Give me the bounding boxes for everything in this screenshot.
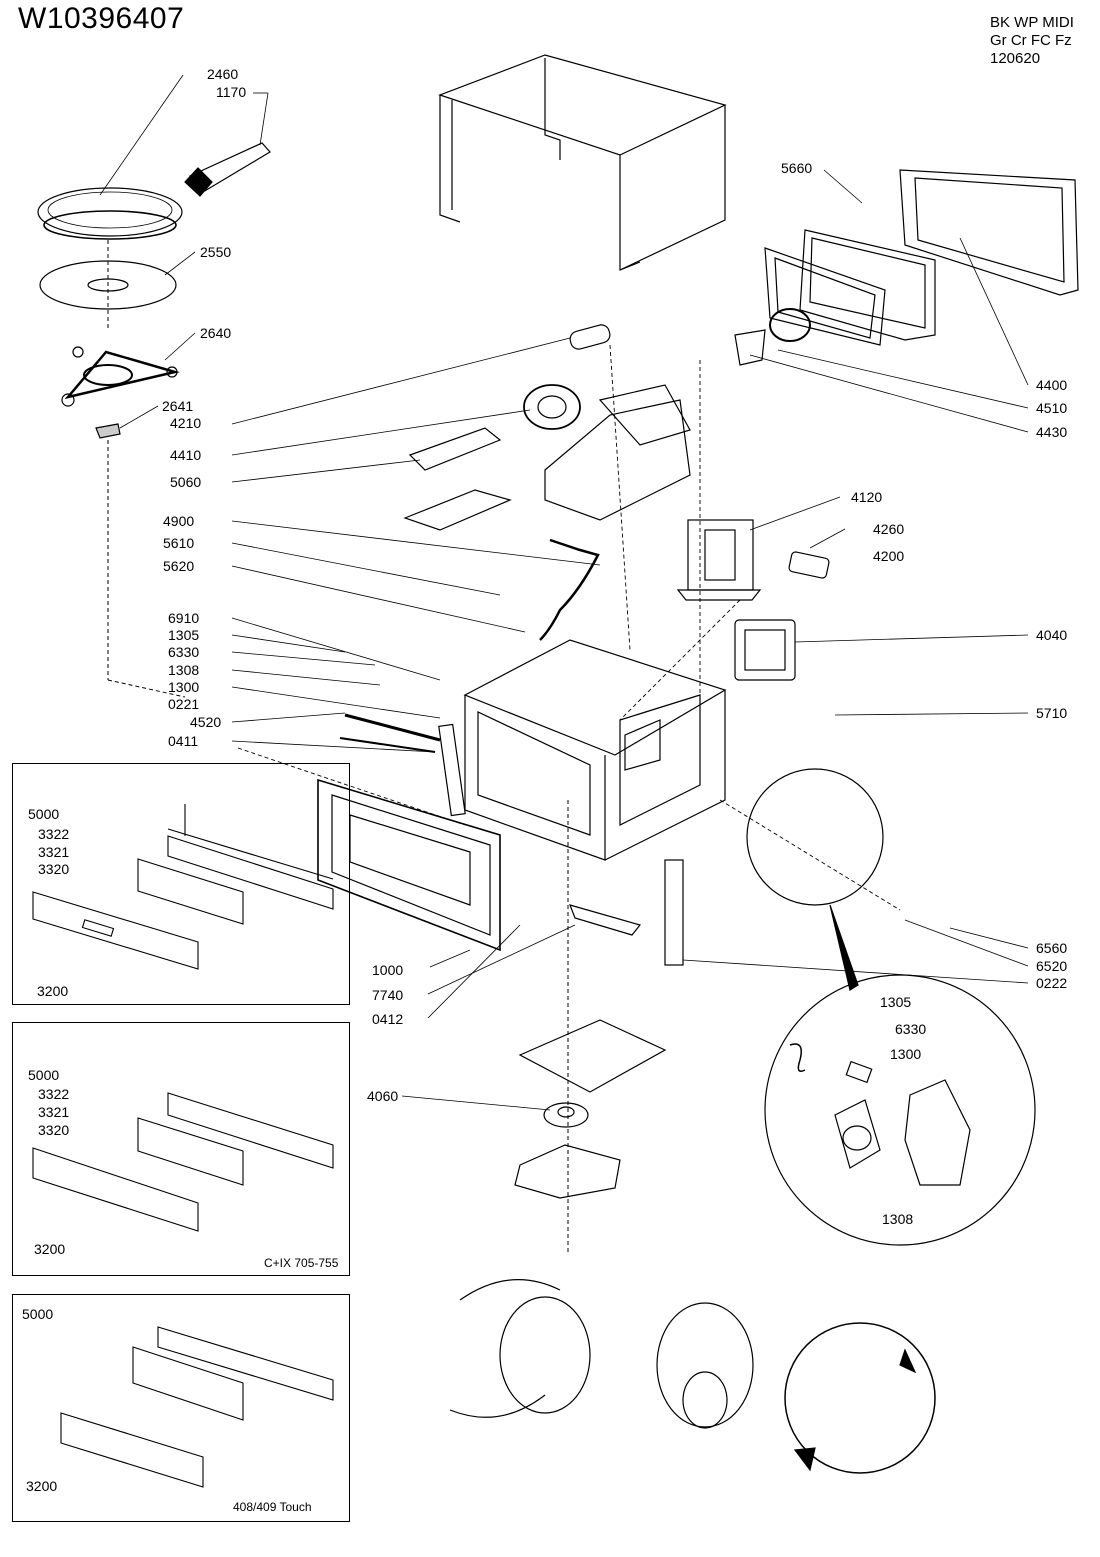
part-label-2550: 2550 — [200, 244, 232, 260]
bottom-plate — [518, 1019, 667, 1093]
part-label-1305: 1305 — [168, 627, 200, 643]
part-label-0412: 0412 — [372, 1011, 404, 1027]
part-label-1170: 1170 — [216, 84, 247, 100]
latch-7740 — [569, 904, 642, 936]
capacitor-4200 — [788, 551, 830, 579]
panel1-label-3200: 3200 — [37, 983, 69, 999]
part-label-4060: 4060 — [367, 1088, 399, 1104]
control-board-5060 — [403, 427, 512, 531]
meta-model: BK WP MIDI — [990, 14, 1074, 31]
part-label-4520: 4520 — [190, 714, 222, 730]
part-label-6520: 6520 — [1036, 958, 1068, 974]
part-label-5620: 5620 — [163, 558, 195, 574]
turntable-motor-4060 — [543, 1102, 589, 1128]
part-label-0411: 0411 — [168, 733, 199, 749]
part-label-4120: 4120 — [851, 489, 883, 505]
panel2-label-3322: 3322 — [38, 1086, 70, 1102]
motor-gasket — [514, 1144, 621, 1199]
header-meta: BK WP MIDI Gr Cr FC Fz 120620 — [990, 14, 1074, 68]
part-label-2641: 2641 — [162, 398, 194, 414]
detail-label-1305: 1305 — [880, 994, 912, 1010]
meta-variants: Gr Cr FC Fz — [990, 32, 1072, 49]
control-panel-drawing-cix — [32, 1092, 334, 1232]
heater-4520 — [344, 713, 441, 742]
part-label-5610: 5610 — [163, 535, 195, 551]
outer-wrapper — [438, 54, 727, 271]
part-label-4400: 4400 — [1036, 377, 1068, 393]
part-label-4210: 4210 — [170, 415, 202, 431]
part-label-4200: 4200 — [873, 548, 905, 564]
part-label-6910: 6910 — [168, 610, 200, 626]
part-label-2640: 2640 — [200, 325, 232, 341]
assembly-step-3 — [784, 1322, 936, 1474]
antenna-4430 — [764, 247, 886, 346]
part-label-4510: 4510 — [1036, 400, 1068, 416]
power-cord-4900 — [539, 538, 600, 641]
panel2-label-3321: 3321 — [38, 1104, 70, 1120]
panel-caption-touch: 408/409 Touch — [233, 1500, 312, 1514]
coupler-2641 — [95, 423, 121, 439]
part-label-6560: 6560 — [1036, 940, 1068, 956]
panel3-label-3200: 3200 — [26, 1478, 58, 1494]
fan-motor-4210 — [569, 324, 611, 350]
stirrer-cover-4510 — [799, 229, 936, 341]
panel1-label-3320: 3320 — [38, 861, 70, 877]
document-id: W10396407 — [18, 2, 185, 35]
panel2-label-5000: 5000 — [28, 1067, 60, 1083]
panel1-label-3322: 3322 — [38, 826, 70, 842]
detail-label-6330: 6330 — [895, 1021, 927, 1037]
assembly-step-2 — [656, 1302, 754, 1429]
dashed-assembly-lines — [237, 344, 901, 911]
part-label-2460: 2460 — [207, 66, 239, 82]
cover-0222 — [664, 859, 684, 966]
control-panel-box-cix — [12, 1022, 350, 1276]
assembly-step-1 — [449, 1279, 591, 1418]
detail-label-1300: 1300 — [890, 1046, 922, 1062]
part-label-1308: 1308 — [168, 662, 200, 678]
glass-turntable-2460 — [37, 187, 183, 240]
control-panel-box-standard — [12, 763, 350, 1005]
detail-parts — [789, 1043, 971, 1186]
detail-circle-small — [746, 768, 884, 906]
part-label-4260: 4260 — [873, 521, 905, 537]
control-panel-box-touch — [12, 1294, 350, 1522]
detail-circle-large — [764, 974, 1036, 1246]
control-panel-drawing-touch — [60, 1326, 334, 1488]
part-label-1000: 1000 — [372, 962, 404, 978]
oven-cavity — [463, 639, 727, 861]
detail-label-1308: 1308 — [882, 1211, 914, 1227]
part-label-4410: 4410 — [170, 447, 202, 463]
panel2-label-3320: 3320 — [38, 1122, 70, 1138]
control-panel-drawing-standard — [32, 804, 334, 970]
panel1-label-3321: 3321 — [38, 844, 70, 860]
tool-1170 — [184, 142, 271, 197]
part-label-1300: 1300 — [168, 679, 200, 695]
blower-4410 — [523, 384, 581, 430]
magnetron-4040 — [734, 619, 796, 681]
door-frame-4400 — [899, 169, 1079, 296]
leader-lines — [99, 74, 1029, 1111]
panel1-label-5000: 5000 — [28, 806, 60, 822]
roller-support-2640 — [61, 346, 180, 407]
part-label-5710: 5710 — [1036, 705, 1068, 721]
meta-date: 120620 — [990, 50, 1041, 67]
panel3-label-5000: 5000 — [22, 1306, 54, 1322]
part-label-5060: 5060 — [170, 474, 202, 490]
panel-caption-cix: C+IX 705-755 — [264, 1256, 339, 1270]
part-label-0222: 0222 — [1036, 975, 1068, 991]
part-label-5660: 5660 — [781, 160, 813, 176]
panel2-label-3200: 3200 — [34, 1241, 66, 1257]
part-label-4900: 4900 — [163, 513, 195, 529]
part-label-4040: 4040 — [1036, 627, 1068, 643]
part-label-6330: 6330 — [168, 644, 200, 660]
part-label-7740: 7740 — [372, 987, 404, 1003]
part-label-0221: 0221 — [168, 696, 200, 712]
air-duct — [544, 399, 691, 521]
transformer-4120 — [676, 519, 762, 601]
part-label-4430: 4430 — [1036, 424, 1068, 440]
